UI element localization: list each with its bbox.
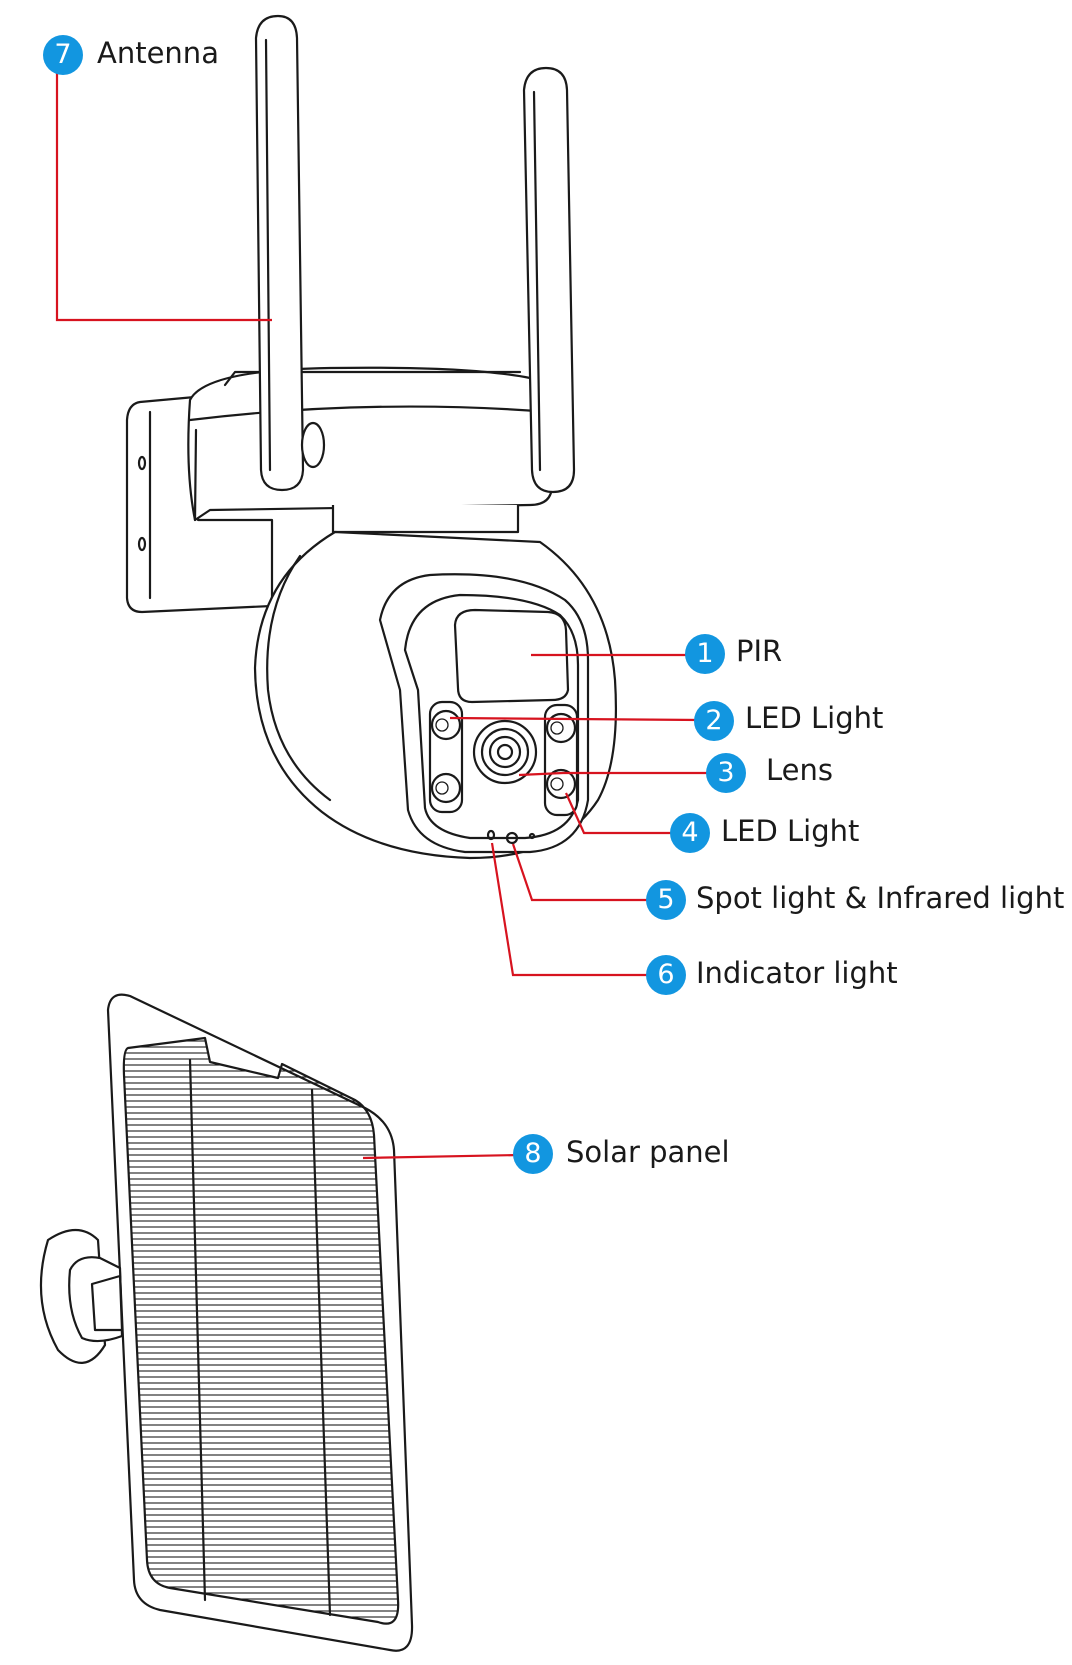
- wall-bracket: [125, 395, 274, 614]
- leader-line-8: [362, 1153, 521, 1160]
- callout-badge-6: 6: [646, 955, 686, 995]
- callout-label-solar-panel: Solar panel: [566, 1135, 730, 1169]
- callout-label-spot-infrared: Spot light & Infrared light: [696, 881, 1065, 915]
- leader-line-7: [55, 69, 272, 322]
- callout-label-led-light-lower: LED Light: [721, 814, 860, 848]
- callout-badge-1: 1: [685, 634, 725, 674]
- callout-label-indicator-light: Indicator light: [696, 956, 898, 990]
- leader-line-4: [564, 792, 675, 835]
- camera-dome: [253, 530, 618, 860]
- leader-line-3: [518, 771, 711, 777]
- leader-line-6: [490, 842, 650, 977]
- callout-label-lens: Lens: [766, 753, 833, 787]
- solar-panel: [39, 993, 414, 1652]
- leader-line-2: [449, 716, 701, 722]
- callout-badge-8: 8: [513, 1134, 553, 1174]
- callout-badge-2: 2: [694, 701, 734, 741]
- callout-badge-7: 7: [43, 35, 83, 75]
- leader-lines: [55, 69, 711, 1160]
- leader-line-5: [511, 843, 652, 902]
- camera-top-housing: [187, 366, 554, 534]
- callout-label-pir: PIR: [736, 634, 783, 668]
- antenna-left: [254, 14, 326, 492]
- callout-label-led-light-upper: LED Light: [745, 701, 884, 735]
- callout-badge-3: 3: [706, 753, 746, 793]
- callout-badge-5: 5: [646, 880, 686, 920]
- callout-badge-4: 4: [670, 813, 710, 853]
- antenna-right: [522, 66, 576, 494]
- callout-label-antenna: Antenna: [97, 36, 219, 70]
